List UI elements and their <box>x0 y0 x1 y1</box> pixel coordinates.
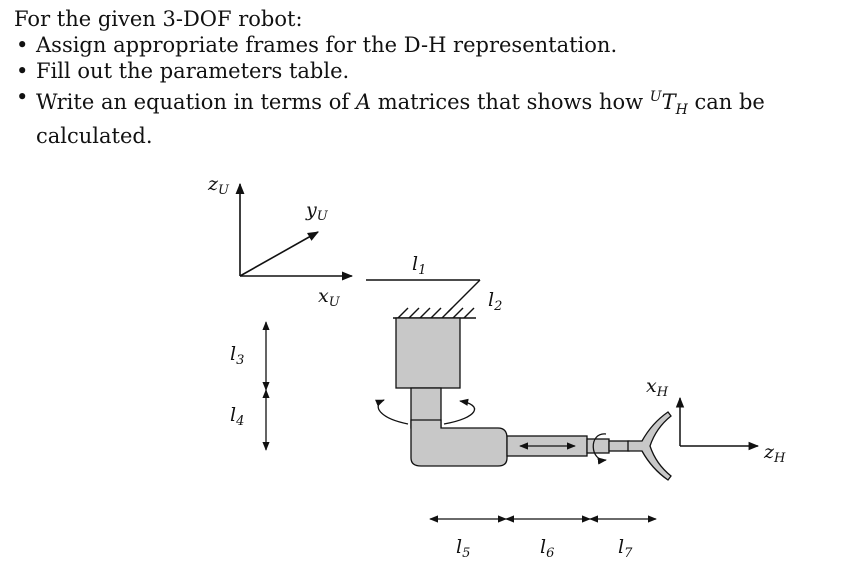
transform-t: T <box>661 90 676 114</box>
end-link <box>608 440 630 452</box>
wrist-rotation-arrow <box>592 433 607 465</box>
elbow-horizontal-link <box>410 419 508 467</box>
l2-label: l2 <box>488 289 502 314</box>
l6-label: l6 <box>540 536 554 561</box>
problem-statement: For the given 3-DOF robot: Assign approp… <box>14 6 834 149</box>
problem-bullets: Assign appropriate frames for the D-H re… <box>14 32 834 149</box>
z-u-label: zU <box>207 173 230 198</box>
offset-lines <box>366 279 481 313</box>
l3-label: l3 <box>230 343 244 368</box>
y-u-axis <box>239 231 319 277</box>
l5-label: l5 <box>456 536 470 561</box>
l1-label: l1 <box>412 253 426 278</box>
gripper <box>627 411 672 481</box>
problem-intro: For the given 3-DOF robot: <box>14 7 303 31</box>
z-h-label: zH <box>763 441 786 466</box>
bullet3-text-middle: matrices that shows how <box>371 90 650 114</box>
x-h-label: xH <box>646 375 669 400</box>
universe-frame <box>235 182 354 281</box>
x-u-label: xU <box>318 285 341 310</box>
robot-body <box>395 317 672 481</box>
l4-label: l4 <box>230 404 244 429</box>
bullet-write-equation: Write an equation in terms of A matrices… <box>14 84 834 149</box>
l2-line <box>447 279 481 313</box>
transform-superscript: U <box>649 89 662 105</box>
rotation-arrow-left <box>375 399 409 425</box>
wrist-link <box>586 438 610 454</box>
ground-mount <box>393 307 476 319</box>
bullet3-text-after: can be calculated. <box>36 90 765 149</box>
rotation-arrow-right <box>443 398 476 425</box>
transform-subscript: H <box>675 102 688 119</box>
bullet-fill-table: Fill out the parameters table. <box>14 58 834 84</box>
hand-frame <box>675 396 760 451</box>
y-u-label: yU <box>305 199 329 224</box>
motion-arrows <box>375 398 607 465</box>
bullet3-text-before: Write an equation in terms of <box>36 90 356 114</box>
transform-symbol: UTH <box>650 84 688 123</box>
bullet-assign-frames: Assign appropriate frames for the D-H re… <box>14 32 834 58</box>
l7-label: l7 <box>618 536 633 561</box>
base-link <box>395 317 461 389</box>
bullet3-a-symbol: A <box>355 90 372 114</box>
